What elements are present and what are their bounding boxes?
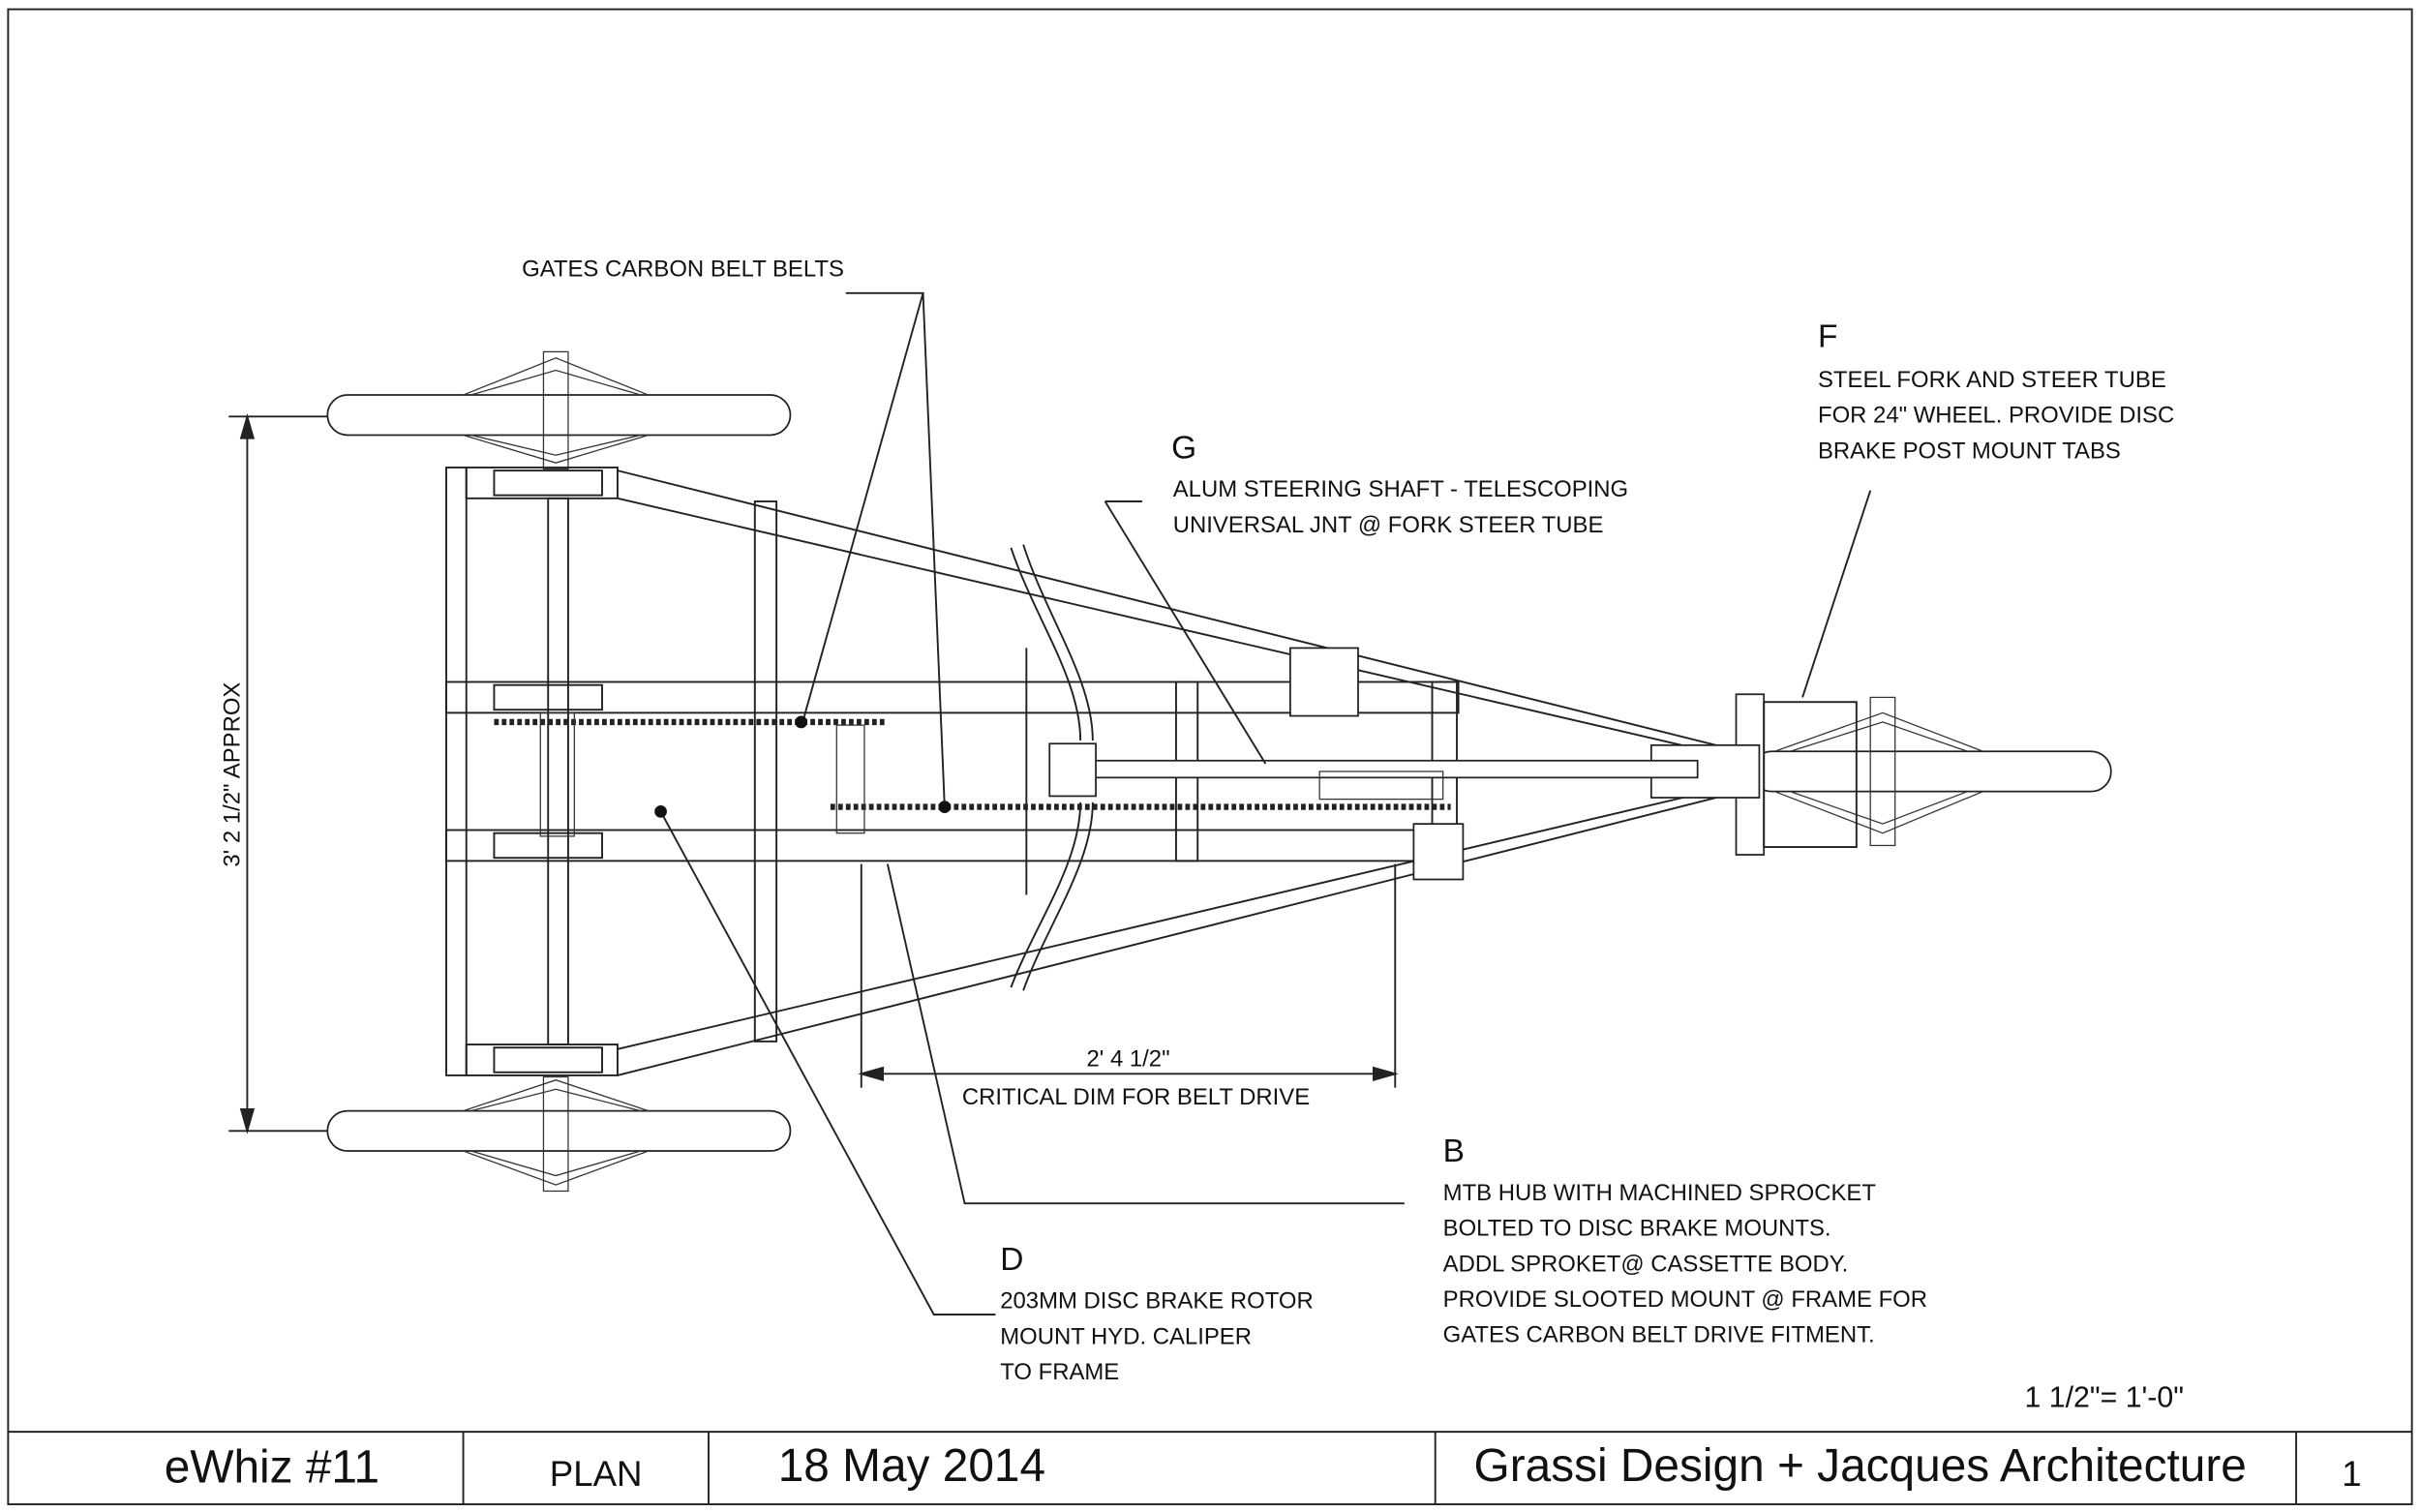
note-d-line: MOUNT HYD. CALIPER <box>1000 1323 1252 1349</box>
note-f-letter: F <box>1818 319 1837 355</box>
dimension-width-label: 3' 2 1/2" APPROX <box>219 682 245 867</box>
note-f: F STEEL FORK AND STEER TUBE FOR 24" WHEE… <box>1818 319 2174 465</box>
note-g-line: UNIVERSAL JNT @ FORK STEER TUBE <box>1173 512 1604 538</box>
front-wheel <box>1750 750 2112 793</box>
note-f-line: FOR 24" WHEEL. PROVIDE DISC <box>1818 403 2174 429</box>
leader-dots <box>654 715 952 818</box>
sheet-border <box>7 8 2413 1505</box>
dimension-belt <box>858 863 1399 1088</box>
note-b-line: MTB HUB WITH MACHINED SPROCKET <box>1443 1180 1877 1206</box>
front-hub-spokes <box>1774 696 1983 847</box>
note-b-line: GATES CARBON BELT DRIVE FITMENT. <box>1443 1322 1875 1348</box>
rear-wheel-top <box>326 394 792 437</box>
note-g: G ALUM STEERING SHAFT - TELESCOPING UNIV… <box>1171 430 1628 538</box>
title-project: eWhiz #11 <box>165 1442 379 1494</box>
title-firm: Grassi Design + Jacques Architecture <box>1474 1440 2247 1492</box>
dimension-belt-label: 2' 4 1/2" <box>1086 1045 1169 1072</box>
note-d-line: TO FRAME <box>1000 1359 1119 1385</box>
note-f-line: BRAKE POST MOUNT TABS <box>1818 438 2121 464</box>
rear-hub-spokes <box>463 350 650 1193</box>
title-block: eWhiz #11 PLAN 18 May 2014 Grassi Design… <box>8 1431 2412 1505</box>
leader-lines <box>659 291 1872 1315</box>
note-b-line: ADDL SPROKET@ CASSETTE BODY. <box>1443 1251 1849 1277</box>
note-d-line: 203MM DISC BRAKE ROTOR <box>1000 1288 1313 1315</box>
dimension-width <box>228 412 328 1134</box>
rear-wheel-bottom <box>326 1109 792 1152</box>
note-d: D 203MM DISC BRAKE ROTOR MOUNT HYD. CALI… <box>1000 1242 1313 1385</box>
note-b-line: PROVIDE SLOOTED MOUNT @ FRAME FOR <box>1443 1286 1927 1313</box>
title-date: 18 May 2014 <box>778 1440 1045 1492</box>
note-g-letter: G <box>1171 430 1196 466</box>
note-gates-belts: GATES CARBON BELT BELTS <box>522 256 844 282</box>
note-f-line: STEEL FORK AND STEER TUBE <box>1818 367 2166 393</box>
sprockets <box>539 711 1444 837</box>
steering-shaft <box>1010 544 1699 991</box>
note-g-line: ALUM STEERING SHAFT - TELESCOPING <box>1173 476 1628 502</box>
dimension-belt-note: CRITICAL DIM FOR BELT DRIVE <box>962 1084 1310 1110</box>
scale-label: 1 1/2"= 1'-0" <box>2025 1382 2184 1414</box>
frame <box>445 466 1858 1076</box>
note-b-letter: B <box>1443 1134 1465 1169</box>
note-d-letter: D <box>1000 1242 1023 1278</box>
title-view: PLAN <box>550 1454 643 1494</box>
trike-plan-drawing: 3' 2 1/2" APPROX 2' 4 1/2" CRITICAL DIM … <box>219 291 2112 1315</box>
title-sheet-number: 1 <box>2342 1454 2361 1494</box>
note-b-line: BOLTED TO DISC BRAKE MOUNTS. <box>1443 1216 1831 1242</box>
note-b: B MTB HUB WITH MACHINED SPROCKET BOLTED … <box>1443 1134 1927 1347</box>
